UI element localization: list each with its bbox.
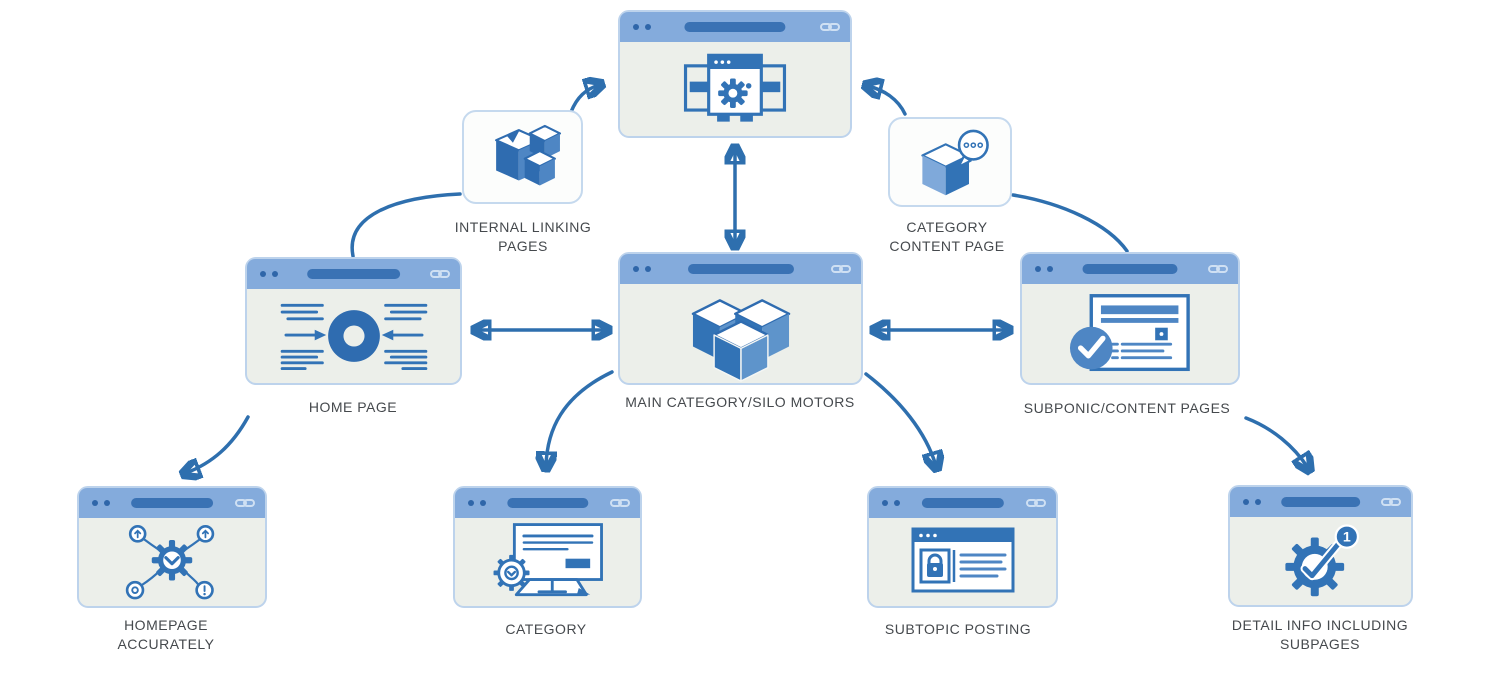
window-content <box>620 284 861 383</box>
internal-linking-node <box>462 110 583 204</box>
category-content-label: CATEGORY CONTENT PAGE <box>889 219 1005 254</box>
home-page-label: HOME PAGE <box>308 399 398 415</box>
link-icon <box>820 23 840 31</box>
category-node <box>453 486 642 608</box>
detail-info-node: 1 <box>1228 485 1413 607</box>
arrow-subponic-to-detail <box>1244 416 1308 468</box>
detail-info-label: DETAIL INFO INCLUDING SUBPAGES <box>1231 617 1409 652</box>
browser-header <box>247 259 460 289</box>
link-icon <box>610 499 630 507</box>
address-bar <box>921 498 1004 508</box>
main-category-label: MAIN CATEGORY/SILO MOTORS <box>625 394 855 410</box>
gear-network-icon <box>125 525 215 600</box>
arrow-category-content-to-top <box>868 86 907 116</box>
window-dots <box>1035 266 1053 272</box>
cube-chat-icon <box>921 129 989 196</box>
address-bar <box>1082 264 1178 274</box>
subponic-label: SUBPONIC/CONTENT PAGES <box>1023 400 1231 416</box>
window-dots <box>633 266 651 272</box>
top-window-node <box>618 10 852 138</box>
cubes-trio-icon <box>691 298 790 382</box>
window-dots <box>882 500 900 506</box>
address-bar <box>506 498 589 508</box>
browser-header <box>455 488 640 518</box>
subponic-node <box>1020 252 1240 385</box>
window-dots <box>468 500 486 506</box>
link-icon <box>1026 499 1046 507</box>
address-bar <box>687 264 794 274</box>
link-icon <box>235 499 255 507</box>
browser-header <box>869 488 1056 518</box>
category-content-node <box>888 117 1012 207</box>
window-gear-icon <box>683 53 787 122</box>
window-dots <box>260 271 278 277</box>
post-lock-icon <box>911 527 1014 593</box>
address-bar <box>131 498 213 508</box>
badge-number: 1 <box>1342 529 1350 545</box>
main-category-node <box>618 252 863 385</box>
link-icon <box>1381 498 1401 506</box>
subtopic-posting-node <box>867 486 1058 608</box>
browser-header <box>1230 487 1411 517</box>
window-content <box>247 289 460 383</box>
arrow-internal-linking-to-top <box>569 85 599 114</box>
page-check-icon <box>1069 293 1190 371</box>
window-dots <box>633 24 651 30</box>
window-content <box>869 518 1056 606</box>
arrow-home-to-homepage-accurately <box>186 415 250 473</box>
browser-header <box>1022 254 1238 284</box>
category-label: CATEGORY <box>505 621 587 637</box>
window-content <box>620 42 850 136</box>
link-icon <box>430 270 450 278</box>
arrow-main-to-category <box>546 370 614 466</box>
window-content <box>79 518 265 606</box>
window-dots <box>92 500 110 506</box>
address-bar <box>1280 497 1361 507</box>
browser-header <box>620 12 850 42</box>
homepage-accurately-label: HOMEPAGE ACCURATELY <box>117 617 215 652</box>
link-icon <box>831 265 851 273</box>
subtopic-posting-label: SUBTOPIC POSTING <box>884 621 1032 637</box>
address-bar <box>306 269 401 279</box>
window-content: 1 <box>1230 517 1411 605</box>
home-page-node <box>245 257 462 385</box>
browser-header <box>79 488 265 518</box>
address-bar <box>684 22 786 32</box>
window-content <box>1022 284 1238 383</box>
arrow-main-to-subtopic <box>864 372 936 466</box>
window-dots <box>1243 499 1261 505</box>
link-icon <box>1208 265 1228 273</box>
monitor-gear-icon <box>493 523 603 597</box>
homepage-accurately-node <box>77 486 267 608</box>
donut-text-icon <box>280 303 427 371</box>
browser-header <box>620 254 861 284</box>
internal-linking-label: INTERNAL LINKING PAGES <box>454 219 592 254</box>
cubes-stack-icon <box>494 124 561 186</box>
window-content <box>455 518 640 606</box>
gear-check-badge-icon: 1 <box>1284 523 1359 596</box>
